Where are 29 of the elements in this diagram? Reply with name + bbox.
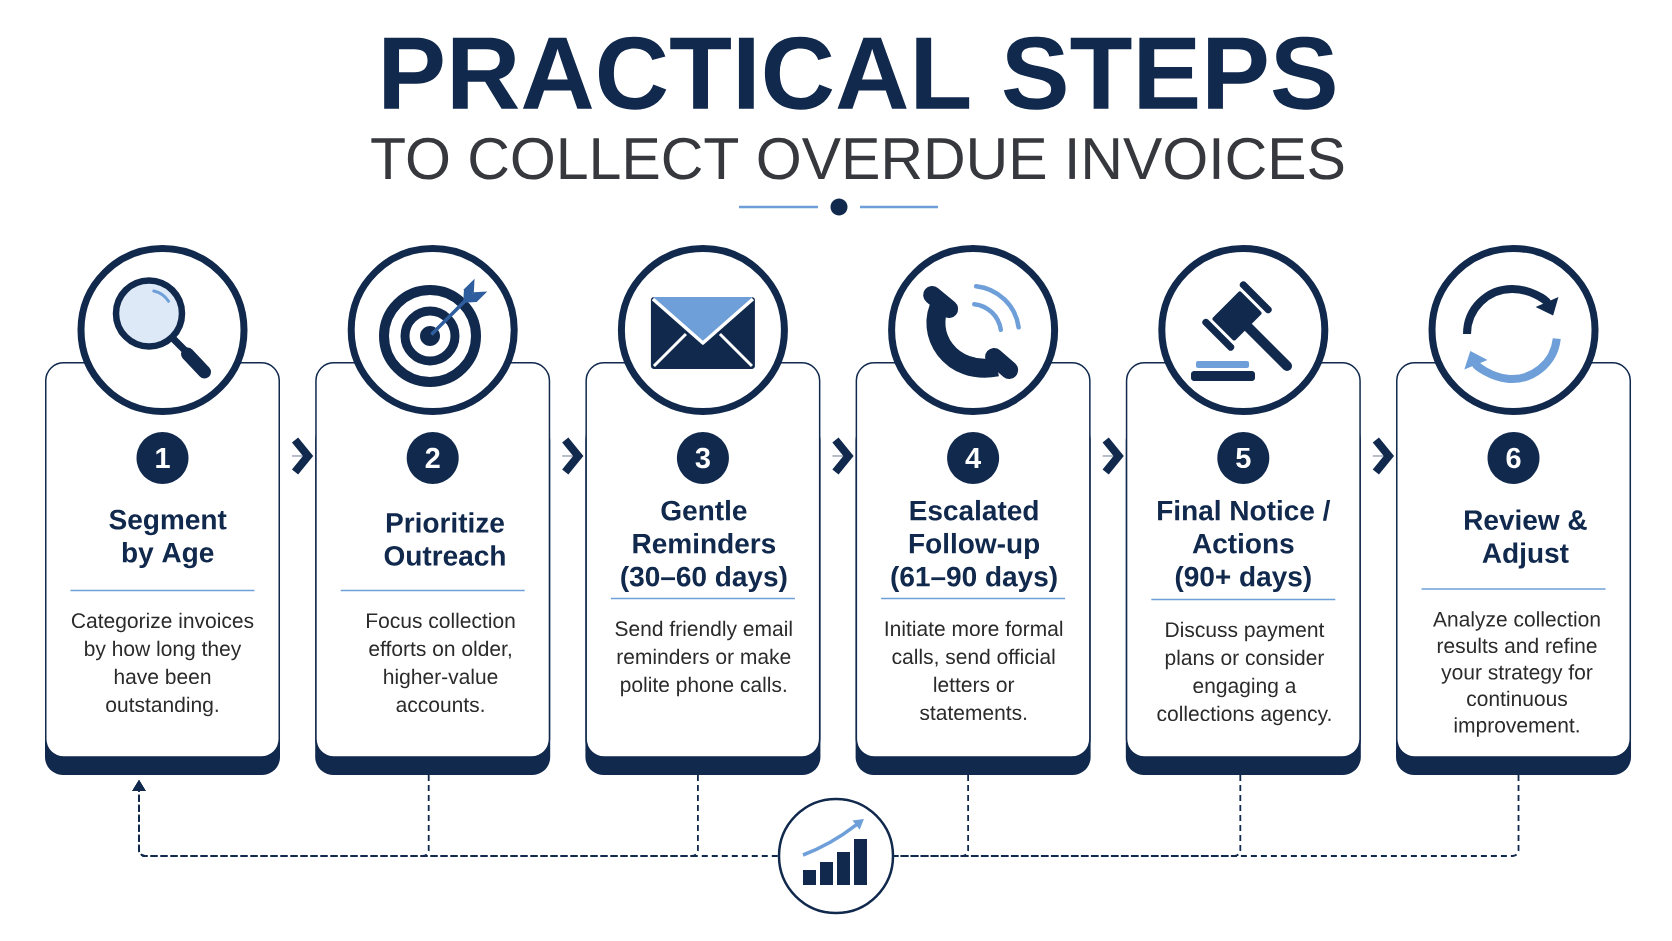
step-description: Initiate more formal calls, send official letters or statements.	[885, 620, 1063, 721]
step-card	[1125, 362, 1361, 775]
subtitle: TO COLLECT OVERDUE INVOICES	[371, 137, 1344, 180]
number-badge: 1	[136, 432, 189, 484]
step-heading: Prioritize Outreach	[384, 512, 505, 566]
step-heading: Review & Adjust	[1465, 509, 1587, 569]
step-card	[855, 362, 1091, 775]
step-card	[585, 362, 821, 775]
step-description: Discuss payment plans or consider engaging a collections agency.	[1157, 621, 1331, 726]
number-badge: 6	[1487, 432, 1540, 484]
step-description: Analyze collection results and refine your strategy for continuous improvement.	[1433, 611, 1600, 737]
number-badge: 3	[676, 432, 729, 484]
step-heading: Final Notice / Actions (90+ days)	[1158, 499, 1331, 593]
step-heading: Escalated Follow-up (61–90 days)	[891, 499, 1057, 593]
step-card	[315, 362, 551, 775]
title: PRACTICAL STEPS	[384, 36, 1335, 110]
step-card	[45, 362, 280, 775]
step-description: Focus collection efforts on older, higher-value accounts.	[367, 612, 515, 713]
number-badge: 4	[947, 432, 1000, 484]
step-card	[1396, 362, 1631, 775]
number-badge: 5	[1217, 432, 1270, 484]
bar-chart-icon	[777, 797, 895, 915]
number-badge: 2	[406, 432, 459, 484]
step-description: Categorize invoices by how long they have been outstanding.	[71, 612, 254, 717]
dashed-line	[893, 774, 1520, 857]
step-heading: Gentle Reminders (30–60 days)	[621, 499, 787, 593]
step-description: Send friendly email reminders or make polite phone calls.	[615, 620, 792, 697]
dashed-arrow	[132, 780, 779, 857]
step-heading: Segment by Age	[109, 509, 227, 569]
